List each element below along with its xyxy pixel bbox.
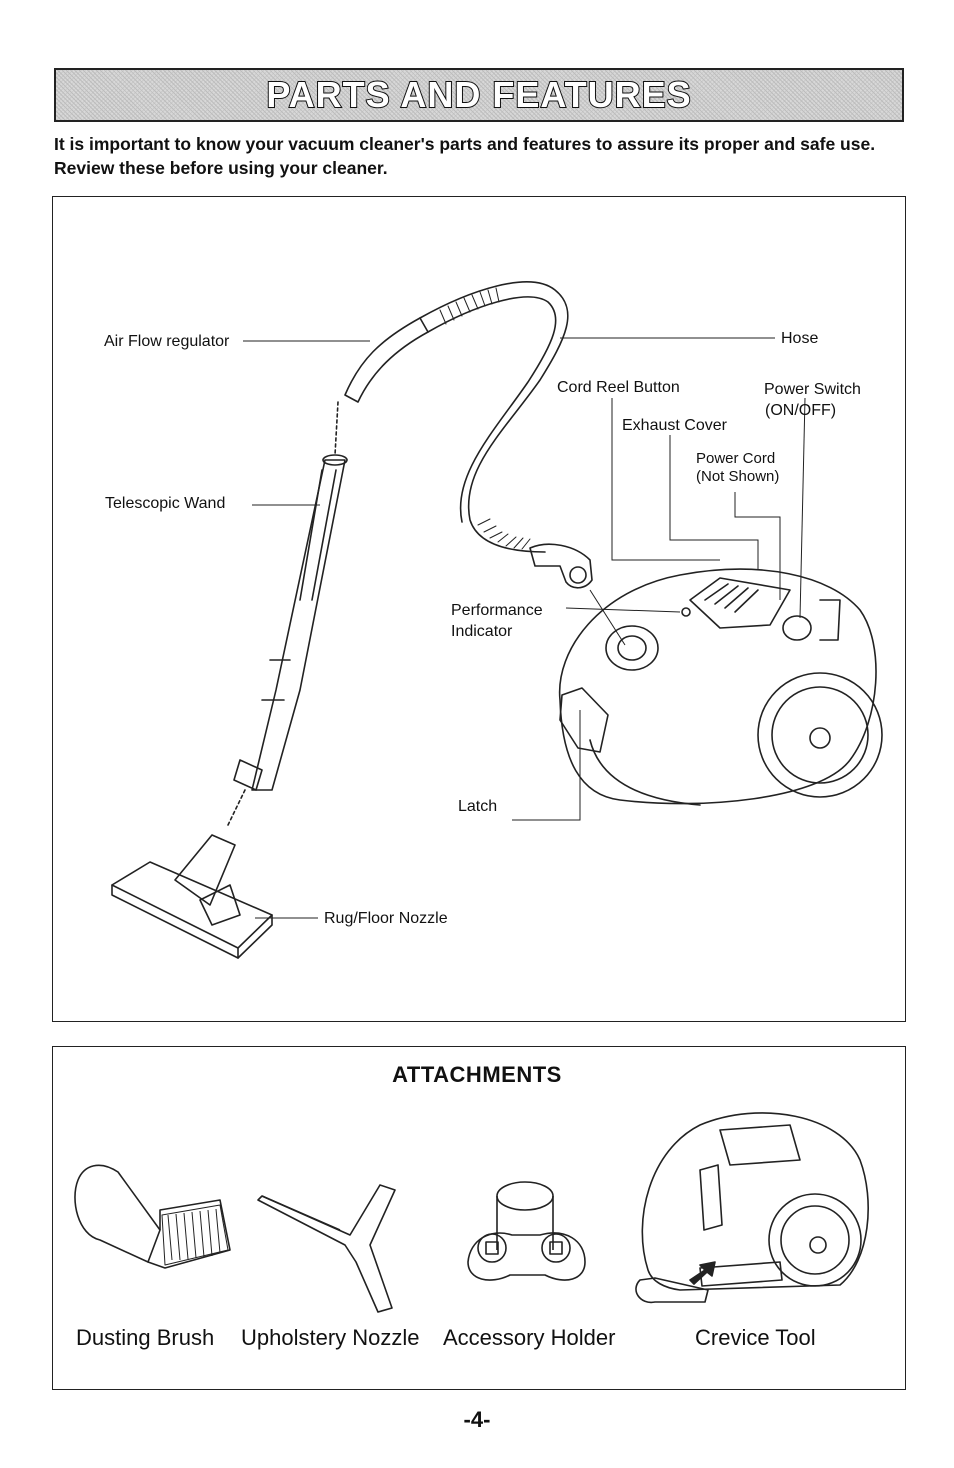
label-power-switch: Power Switch bbox=[764, 381, 861, 398]
caption-accessory-holder: Accessory Holder bbox=[443, 1325, 616, 1350]
rear-wheel-shape bbox=[757, 672, 883, 798]
power-switch-shape bbox=[782, 615, 812, 641]
section-title-banner: PARTS AND FEATURES bbox=[54, 68, 904, 122]
label-power-switch-onoff: (ON/OFF) bbox=[765, 402, 837, 419]
crevice-tool-scene-shape bbox=[635, 1112, 869, 1304]
telescopic-wand-shape bbox=[251, 459, 346, 791]
hose-swivel-shape bbox=[529, 543, 593, 589]
label-telescopic-wand: Telescopic Wand bbox=[105, 495, 226, 512]
label-performance: Performance bbox=[451, 602, 543, 619]
label-power-cord-not-shown: (Not Shown) bbox=[696, 468, 780, 485]
attachments-title: ATTACHMENTS bbox=[392, 1062, 562, 1087]
accessory-holder-shape bbox=[467, 1181, 586, 1281]
label-cord-reel-button: Cord Reel Button bbox=[557, 379, 680, 396]
caption-upholstery-nozzle: Upholstery Nozzle bbox=[241, 1325, 420, 1350]
performance-indicator-shape bbox=[605, 625, 659, 671]
label-exhaust-cover: Exhaust Cover bbox=[622, 417, 727, 434]
label-latch: Latch bbox=[458, 798, 498, 815]
parts-diagram-frame bbox=[52, 196, 906, 1022]
label-performance-indicator: Indicator bbox=[451, 623, 513, 640]
label-power-cord: Power Cord bbox=[696, 450, 776, 467]
exhaust-cover-shape bbox=[689, 577, 791, 629]
hose-handle-shape bbox=[344, 317, 429, 403]
intro-text: It is important to know your vacuum clea… bbox=[54, 134, 876, 178]
upholstery-nozzle-shape bbox=[257, 1184, 396, 1313]
caption-dusting-brush: Dusting Brush bbox=[76, 1325, 215, 1350]
label-hose: Hose bbox=[781, 330, 819, 347]
dusting-brush-shape bbox=[74, 1164, 231, 1269]
label-rug-floor-nozzle: Rug/Floor Nozzle bbox=[324, 910, 448, 927]
hose-upper-shape bbox=[419, 281, 569, 553]
page-number: -4- bbox=[463, 1407, 491, 1432]
attachments-frame bbox=[52, 1046, 906, 1390]
latch-shape bbox=[559, 687, 609, 753]
label-air-flow-regulator: Air Flow regulator bbox=[104, 333, 230, 350]
page-title: PARTS AND FEATURES bbox=[265, 73, 692, 116]
caption-crevice-tool: Crevice Tool bbox=[695, 1325, 816, 1350]
canister-body-shape bbox=[558, 568, 877, 805]
